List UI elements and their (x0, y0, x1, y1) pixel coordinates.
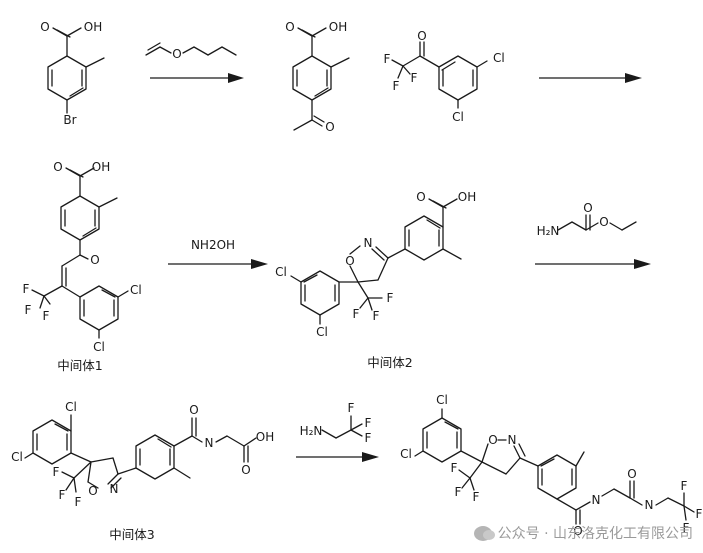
atom-oxygen: O (90, 253, 99, 267)
atom-fluorine: F (696, 507, 703, 521)
reaction-arrow-4 (535, 259, 651, 269)
reaction-arrow-3: NH2OH (168, 238, 268, 269)
watermark-text: 公众号 · 山东洛克化工有限公司 (497, 526, 693, 542)
atom-fluorine: F (348, 401, 355, 415)
atom-chlorine: Cl (436, 393, 448, 407)
molecule-bromo-methylbenzoic-acid: O OH Br (40, 20, 105, 127)
atom-amine: H₂N (300, 424, 323, 438)
atom-bromine: Br (63, 113, 76, 127)
atom-nitrogen: N (110, 482, 119, 496)
atom-fluorine: F (473, 490, 480, 504)
atom-oxygen: O (40, 20, 49, 34)
atom-fluorine: F (411, 71, 418, 85)
atom-oxygen: O (172, 47, 181, 61)
atom-chlorine: Cl (130, 283, 142, 297)
atom-fluorine: F (455, 485, 462, 499)
atom-oxygen: O (88, 484, 97, 498)
reaction-arrow-5 (296, 452, 379, 462)
atom-oxygen: O (285, 20, 294, 34)
atom-nitrogen: N (592, 493, 601, 507)
atom-oh: OH (256, 430, 274, 444)
atom-fluorine: F (23, 282, 30, 296)
atom-oxygen: O (417, 29, 426, 43)
atom-oxygen: O (416, 190, 425, 204)
atom-fluorine: F (373, 309, 380, 323)
atom-chlorine: Cl (400, 447, 412, 461)
atom-nitrogen: N (645, 498, 654, 512)
atom-fluorine: F (353, 307, 360, 321)
caption-intermediate-2: 中间体2 (367, 355, 412, 370)
atom-fluorine: F (59, 488, 66, 502)
atom-nitrogen: N (508, 433, 517, 447)
molecule-dichloro-trifluoroacetophenone: O F F F Cl Cl (384, 29, 505, 124)
molecule-butyl-vinyl-ether: O (145, 42, 237, 61)
atom-oxygen: O (583, 201, 592, 215)
atom-oh: OH (458, 190, 476, 204)
wechat-icon (473, 525, 495, 541)
caption-intermediate-3: 中间体3 (109, 527, 154, 542)
atom-fluorine: F (43, 309, 50, 323)
atom-fluorine: F (393, 79, 400, 93)
atom-oxygen: O (325, 120, 334, 134)
atom-oxygen: O (599, 215, 608, 229)
atom-chlorine: Cl (275, 265, 287, 279)
atom-chlorine: Cl (93, 340, 105, 354)
reagent-hydroxylamine: NH2OH (191, 238, 235, 252)
atom-chlorine: Cl (452, 110, 464, 124)
molecule-acetyl-methylbenzoic-acid: O OH O (285, 20, 350, 134)
molecule-intermediate-1: O OH O F F F Cl Cl (23, 160, 142, 354)
molecule-glycine-ethyl-ester: H₂N O O (537, 201, 637, 238)
atom-fluorine: F (25, 303, 32, 317)
atom-oh: OH (84, 20, 102, 34)
atom-oh: OH (329, 20, 347, 34)
atom-fluorine: F (387, 291, 394, 305)
atom-fluorine: F (683, 521, 690, 535)
reaction-arrow-2 (539, 73, 642, 83)
atom-oxygen: O (488, 433, 497, 447)
atom-nitrogen: N (205, 436, 214, 450)
atom-nitrogen: N (364, 236, 373, 250)
molecule-intermediate-2: O OH N O F F F Cl Cl (275, 190, 476, 339)
atom-oh: OH (92, 160, 110, 174)
atom-oxygen: O (189, 403, 198, 417)
atom-oxygen: O (345, 254, 354, 268)
atom-fluorine: F (53, 465, 60, 479)
atom-chlorine: Cl (11, 450, 23, 464)
molecule-trifluoroethylamine: H₂N F F F (300, 401, 372, 445)
atom-fluorine: F (451, 461, 458, 475)
atom-chlorine: Cl (493, 51, 505, 65)
atom-fluorine: F (365, 431, 372, 445)
reaction-arrow-1 (150, 73, 244, 83)
atom-fluorine: F (384, 52, 391, 66)
atom-oxygen: O (627, 467, 636, 481)
atom-oxygen: O (53, 160, 62, 174)
atom-fluorine: F (681, 479, 688, 493)
atom-oxygen: O (573, 524, 582, 538)
atom-chlorine: Cl (65, 400, 77, 414)
atom-chlorine: Cl (316, 325, 328, 339)
atom-amine: H₂N (537, 224, 560, 238)
molecule-intermediate-3: Cl Cl N O F F F O N O OH (11, 400, 274, 509)
molecule-final-product: Cl Cl O N F F F O N O N F F F (400, 393, 702, 538)
caption-intermediate-1: 中间体1 (57, 358, 102, 373)
atom-oxygen: O (241, 463, 250, 477)
watermark: 公众号 · 山东洛克化工有限公司 (473, 523, 693, 543)
atom-fluorine: F (75, 495, 82, 509)
atom-fluorine: F (365, 416, 372, 430)
